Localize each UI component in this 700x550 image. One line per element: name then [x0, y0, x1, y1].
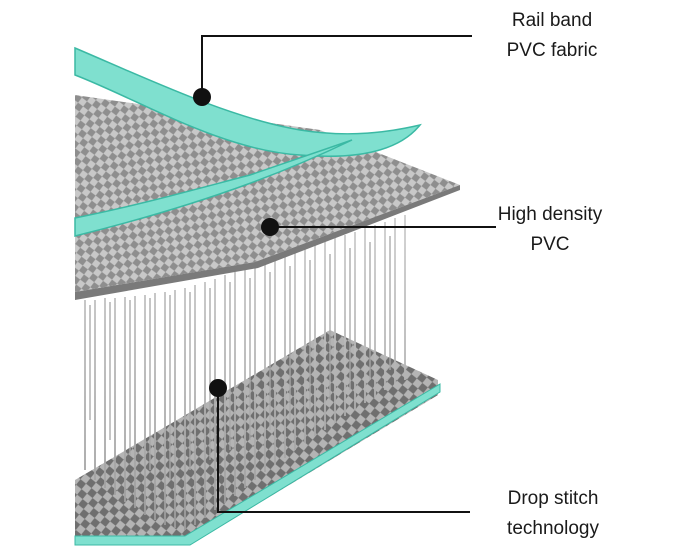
top-sheet	[75, 95, 460, 300]
callout-drop-stitch-line1: Drop stitch	[507, 488, 599, 509]
callout-rail-band-line1: Rail band	[511, 10, 593, 31]
callout-drop-stitch-line2: technology	[507, 518, 599, 539]
marker-dot	[193, 88, 211, 106]
callout-high-density: High density PVC	[470, 200, 630, 260]
callout-drop-stitch: Drop stitch technology	[478, 484, 628, 544]
leader-drop-stitch	[209, 379, 470, 513]
callout-rail-band: Rail band PVC fabric	[482, 6, 622, 66]
leader-high-density	[261, 218, 496, 236]
leader-rail-band	[193, 35, 472, 106]
callout-high-density-line2: PVC	[530, 234, 570, 255]
marker-dot	[209, 379, 227, 397]
rail-band	[74, 46, 422, 237]
callout-high-density-line1: High density	[497, 204, 603, 225]
drop-stitch-fibers	[84, 215, 406, 530]
marker-dot	[261, 218, 279, 236]
callout-rail-band-line2: PVC fabric	[506, 40, 598, 61]
